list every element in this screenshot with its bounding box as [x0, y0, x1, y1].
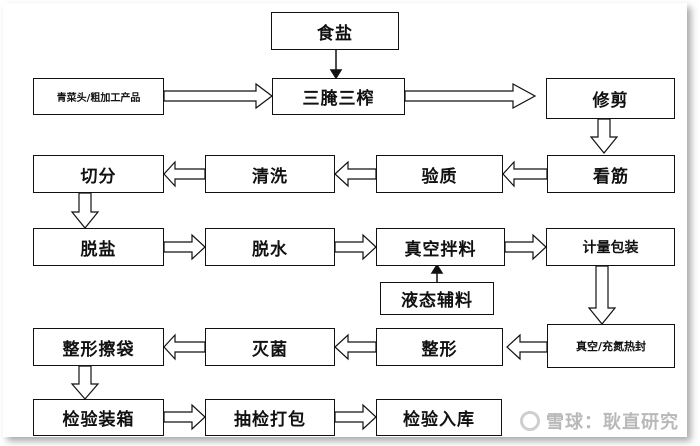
arrow-wiping-to-boxing: [70, 365, 100, 400]
node-inspect-storage: 检验入库: [376, 399, 502, 436]
node-washing: 清洗: [205, 155, 335, 193]
arrow-sterilization-to-wiping: [163, 333, 206, 361]
node-shaping-wiping: 整形擦袋: [33, 328, 164, 366]
arrow-salting-to-trimming: [404, 82, 537, 110]
watermark: 雪球：耿直研究: [520, 408, 679, 434]
arrow-quality-to-washing: [334, 160, 377, 188]
node-shaping: 整形: [376, 328, 503, 366]
node-quality-check: 验质: [376, 155, 503, 193]
node-weighing-packing: 计量包装: [546, 228, 675, 266]
arrow-sample-to-storage: [334, 403, 377, 431]
arrow-washing-to-cutting: [163, 160, 206, 188]
arrow-dewatering-to-mixing: [334, 233, 377, 261]
node-trimming: 修剪: [546, 78, 675, 119]
arrow-seal-to-shaping: [506, 333, 548, 361]
arrow-mixing-to-packing: [504, 233, 547, 261]
arrow-packing-to-seal: [587, 265, 617, 325]
arrow-cutting-to-desalting: [70, 192, 100, 229]
node-sample-packing: 抽检打包: [205, 399, 335, 436]
arrow-trimming-to-tendons: [589, 118, 619, 154]
arrow-raw-to-salting: [163, 82, 273, 110]
arrow-shaping-to-sterilization: [334, 333, 377, 361]
node-salting-pressing: 三腌三榨: [272, 78, 405, 115]
node-vacuum-mixing: 真空拌料: [376, 228, 505, 266]
node-salt: 食盐: [271, 12, 399, 50]
node-liquid-ingredients: 液态辅料: [380, 282, 494, 315]
node-dewatering: 脱水: [205, 228, 335, 266]
arrow-desalting-to-dewatering: [163, 233, 206, 261]
watermark-text: 雪球：耿直研究: [546, 412, 679, 433]
snowball-logo-icon: [520, 411, 540, 431]
node-raw-material: 青菜头/粗加工产品: [33, 78, 164, 115]
node-cutting: 切分: [33, 155, 164, 193]
node-sterilization: 灭菌: [205, 328, 335, 366]
node-inspect-boxing: 检验装箱: [33, 399, 164, 436]
node-vacuum-nitrogen-seal: 真空/充氮热封: [547, 324, 675, 368]
node-desalting: 脱盐: [33, 228, 164, 266]
node-inspect-tendons: 看筋: [547, 155, 675, 193]
arrow-boxing-to-sample: [163, 403, 206, 431]
arrow-tendons-to-quality: [502, 160, 548, 188]
